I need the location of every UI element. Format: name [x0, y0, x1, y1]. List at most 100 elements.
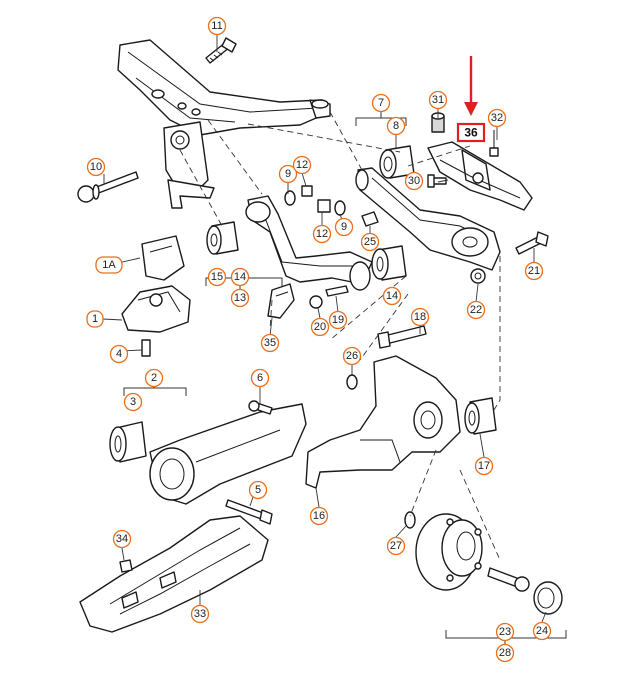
callout-17-label: 17 [478, 460, 490, 472]
callout-15: 15 [207, 267, 227, 287]
callout-34-label: 34 [116, 533, 128, 545]
heat-shield-33-part [79, 515, 269, 633]
callout-28: 28 [495, 643, 515, 663]
callout-31: 31 [428, 90, 448, 110]
red-pointer-arrow [464, 56, 478, 116]
bolt-18-part [377, 325, 427, 349]
callout-25: 25 [360, 232, 380, 252]
bushing-17-part [464, 397, 497, 435]
callout-15-label: 15 [211, 271, 223, 283]
bolt-19-part [325, 285, 349, 297]
callout-18: 18 [410, 307, 430, 327]
wheel-carrier-16-part [305, 355, 461, 489]
callout-7: 7 [371, 93, 391, 113]
trailing-arm-2-part [149, 403, 307, 505]
washer-9-part [284, 190, 346, 216]
bushing-15-part [206, 221, 239, 255]
nut-12-part [301, 185, 331, 213]
assembly-guide-lines [179, 111, 501, 561]
callout-5-label: 5 [255, 484, 261, 496]
callout-6-label: 6 [257, 372, 263, 384]
bump-stop-1a-part [141, 235, 185, 281]
callout-36-highlighted: 36 [456, 122, 486, 143]
callout-1: 1 [86, 310, 104, 328]
callout-23-label: 23 [499, 626, 511, 638]
callout-32-label: 32 [491, 112, 503, 124]
lower-control-arm [245, 195, 373, 291]
callout-13: 13 [230, 288, 250, 308]
callout-16: 16 [309, 506, 329, 526]
callout-9-upper-label: 9 [285, 168, 291, 180]
callout-14-left-label: 14 [234, 271, 246, 283]
dust-cap-24-part [533, 581, 563, 615]
callout-30: 30 [404, 171, 424, 191]
callout-28-label: 28 [499, 647, 511, 659]
callout-1a: 1A [95, 256, 123, 274]
callout-22: 22 [466, 300, 486, 320]
callout-20: 20 [310, 317, 330, 337]
callout-16-label: 16 [313, 510, 325, 522]
bushing-14-part [371, 245, 407, 281]
callout-14-right: 14 [382, 286, 402, 306]
callout-7-label: 7 [378, 97, 384, 109]
callout-5: 5 [248, 480, 268, 500]
callout-33: 33 [190, 604, 210, 624]
callout-30-label: 30 [408, 175, 420, 187]
callout-11-label: 11 [211, 20, 222, 32]
callout-9-lower-label: 9 [341, 221, 347, 233]
callout-12-upper: 12 [292, 155, 312, 175]
callout-22-label: 22 [470, 304, 482, 316]
rear-subframe [117, 39, 331, 209]
callout-25-label: 25 [364, 236, 376, 248]
bolt-30-part [427, 174, 447, 188]
callout-26-label: 26 [346, 350, 358, 362]
stud-32-part [489, 130, 499, 157]
callout-19-label: 19 [332, 314, 344, 326]
bolt-21-part [515, 231, 549, 255]
callout-6: 6 [250, 368, 270, 388]
callout-1-label: 1 [92, 313, 98, 325]
callout-35-label: 35 [264, 337, 276, 349]
callout-2-label: 2 [151, 372, 157, 384]
bushing-3-part [109, 421, 147, 463]
bolt-25-part [361, 211, 379, 227]
hub-bolt-23-part [487, 567, 530, 592]
clip-35-part [267, 283, 295, 319]
callout-24: 24 [532, 621, 552, 641]
callout-12-lower-label: 12 [316, 228, 328, 240]
callout-27: 27 [386, 536, 406, 556]
callout-3: 3 [123, 392, 143, 412]
callout-21-label: 21 [528, 265, 540, 277]
callout-27-label: 27 [390, 540, 402, 552]
callout-14-left: 14 [230, 267, 250, 287]
mount-1-part [121, 285, 191, 333]
callout-4: 4 [109, 344, 129, 364]
callout-11: 11 [207, 16, 227, 36]
leader-lines [102, 34, 567, 646]
upper-control-arm [355, 167, 501, 271]
bolt-5-part [225, 499, 273, 525]
bolt-11-part [205, 37, 237, 64]
callout-33-label: 33 [194, 608, 206, 620]
nut-22-part [470, 268, 486, 284]
callout-23: 23 [495, 622, 515, 642]
bushing-8-part [379, 145, 415, 179]
callout-8-label: 8 [393, 120, 399, 132]
callout-19: 19 [328, 310, 348, 330]
callout-10: 10 [86, 157, 106, 177]
callout-2: 2 [144, 368, 164, 388]
nut-20-part [309, 295, 323, 309]
washer-27-part [404, 511, 416, 529]
callout-34: 34 [112, 529, 132, 549]
wheel-hub-part [415, 513, 483, 591]
callout-10-label: 10 [90, 161, 102, 173]
callout-12-upper-label: 12 [296, 159, 308, 171]
callout-12-lower: 12 [312, 224, 332, 244]
callout-8: 8 [386, 116, 406, 136]
mounting-bracket-36-part [427, 141, 533, 211]
callout-17: 17 [474, 456, 494, 476]
callout-31-label: 31 [432, 94, 444, 106]
callout-18-label: 18 [414, 311, 426, 323]
callout-26: 26 [342, 346, 362, 366]
callout-13-label: 13 [234, 292, 246, 304]
